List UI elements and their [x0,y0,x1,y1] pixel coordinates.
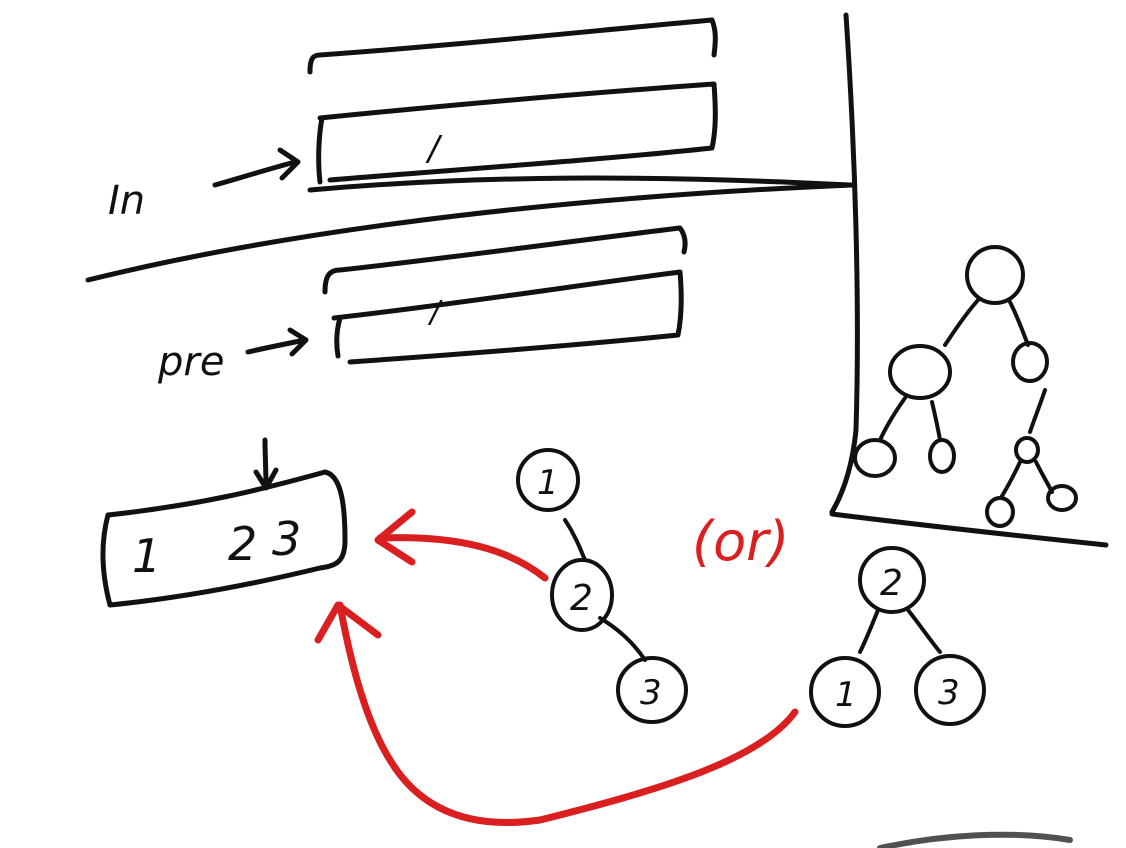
panel-tree [853,245,1078,528]
balanced-edge-left [858,608,880,654]
red-arrow-from-skewed-tree [374,508,549,582]
pre-array-back-bar [322,225,688,295]
balanced-node-root-circle [858,546,926,614]
or-label: (or) [692,510,789,573]
panel-bottom-line [829,511,1109,548]
skewed-edge-1-2 [563,518,587,562]
balanced-node-root-label: 2 [880,563,903,604]
result-value-2: 2 [228,517,257,571]
pre-array-stack: / [322,225,688,365]
panel-tree-right [1011,341,1049,383]
divider-line [85,182,855,283]
pre-label-group: pre [157,327,309,385]
in-array-stack: / [307,17,853,193]
in-array-front-box [316,81,718,185]
skewed-node-3-label: 3 [640,673,662,713]
skewed-node-1-label: 1 [537,463,559,503]
panel-vertical-line [829,12,860,515]
panel-tree-rc-right [1046,484,1078,512]
panel-tree-left [888,344,952,400]
result-value-1: 1 [132,529,161,583]
balanced-node-left-circle [809,656,881,728]
in-arrow [212,147,301,188]
panel-tree-edge-root-right [1008,300,1030,347]
result-value-3: 3 [272,512,301,566]
corner-smudge [877,831,1073,848]
panel-tree-left-right [928,438,956,474]
panel-tree-left-left [853,438,897,478]
in-label-group: In [108,147,301,224]
right-panel-frame [829,12,1109,548]
panel-tree-rc-left [985,496,1015,528]
balanced-tree: 2 1 3 [809,546,986,728]
red-arrow-from-balanced-tree [314,601,799,826]
in-label: In [108,178,145,224]
balanced-edge-right [906,608,942,654]
skewed-tree: 1 2 3 [516,448,688,724]
pre-array-mark: / [427,295,443,330]
down-arrow [253,437,279,491]
pre-label: pre [157,339,224,385]
in-array-back-bar [307,17,718,75]
panel-tree-edge-left-lr [930,400,942,442]
skewed-node-1-circle [516,448,580,512]
balanced-node-right-circle [914,654,986,726]
panel-tree-edge-root-left [943,298,980,347]
pre-arrow [245,327,309,357]
in-array-bottom-line [307,175,853,193]
result-box-group: 1 2 3 [100,437,348,608]
balanced-node-left-label: 1 [835,675,857,715]
panel-tree-edge-rc-right [1034,460,1054,494]
skewed-node-3-circle [616,656,688,724]
skewed-edge-2-3 [598,616,647,662]
panel-tree-edge-right-down [1028,388,1047,434]
in-array-mark: / [425,129,443,169]
panel-tree-edge-left-ll [878,396,907,442]
pre-array-front-box [331,269,684,365]
panel-tree-root [965,245,1025,305]
skewed-node-2-label: 2 [570,578,593,619]
skewed-node-2-circle [550,558,614,632]
result-box [100,469,348,608]
balanced-node-right-label: 3 [938,673,960,713]
red-arrows [314,508,799,826]
panel-tree-edge-rc-left [1000,460,1022,498]
panel-tree-right-child [1014,436,1040,464]
